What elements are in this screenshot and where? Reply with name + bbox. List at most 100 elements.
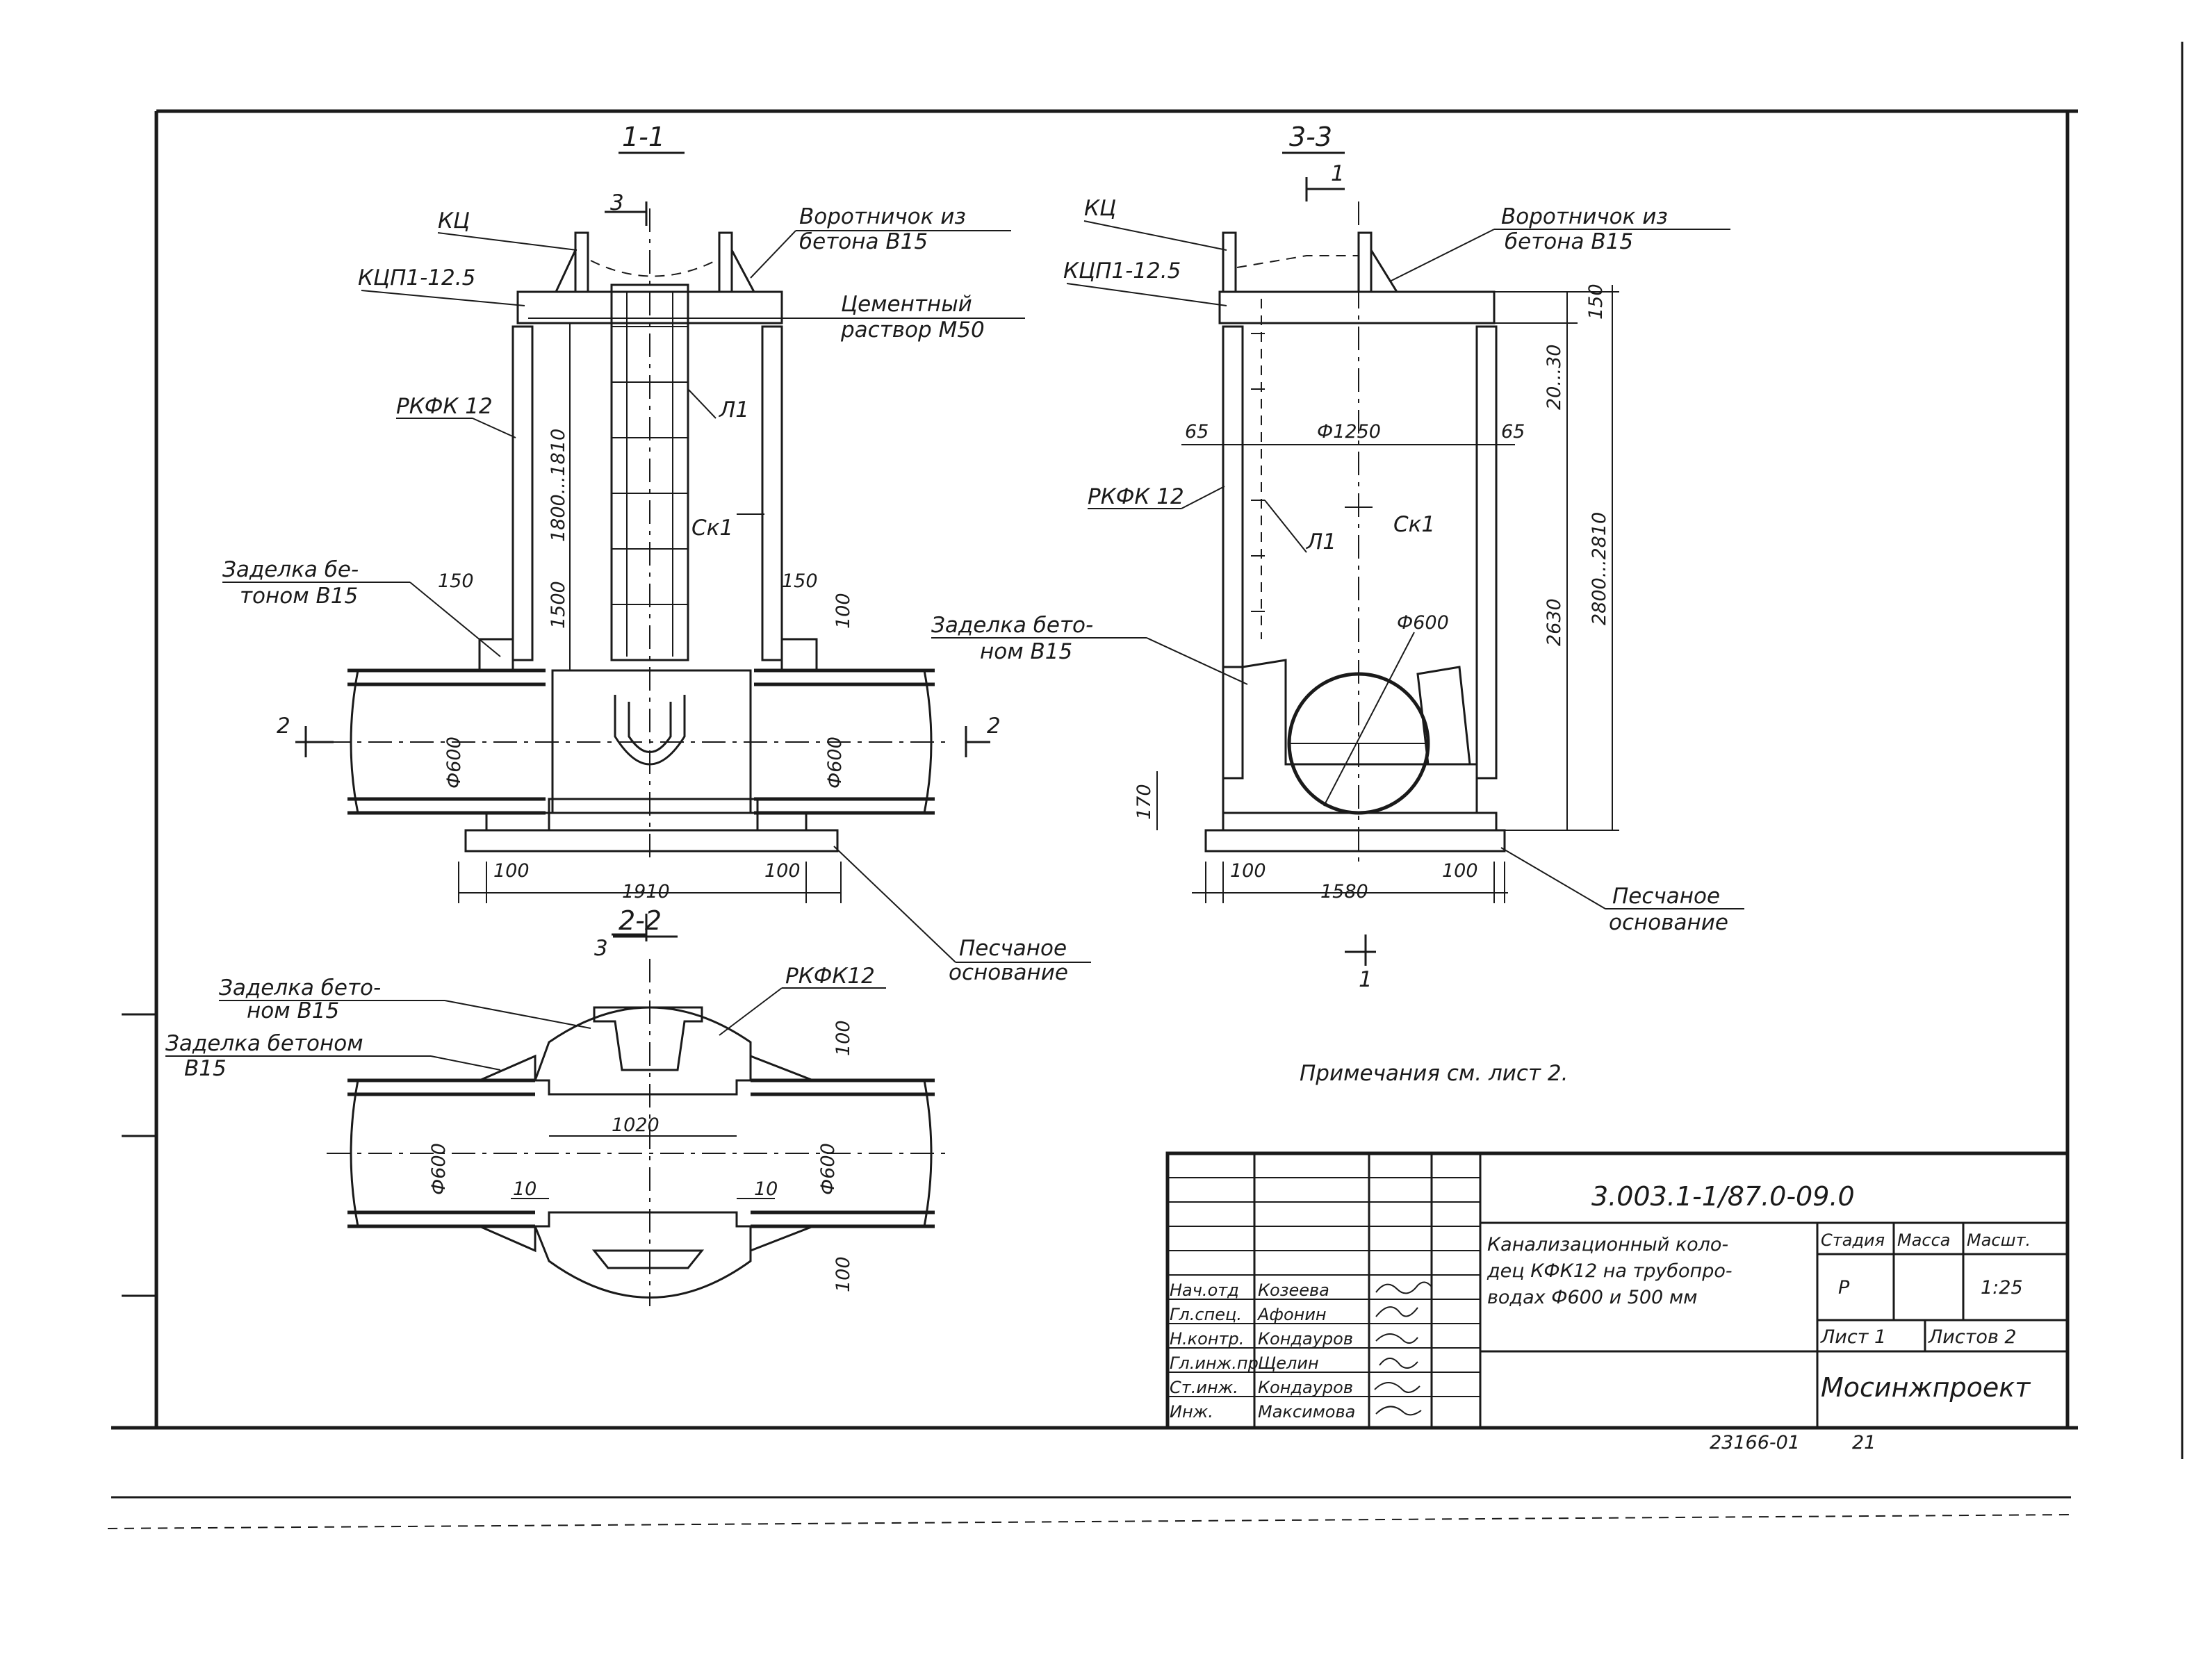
signer-role-2: Гл.спец. — [1170, 1305, 1242, 1324]
section-mark-3-bottom: 3 — [594, 936, 608, 961]
section-mark-1-bottom: 1 — [1359, 967, 1373, 992]
section-2-2-title: 2-2 — [619, 905, 662, 936]
dim-100-d: 100 — [1442, 860, 1478, 882]
dim-1800: 1800...1810 — [548, 429, 569, 542]
label-collar-1b: бетона В15 — [799, 229, 928, 254]
dim-2630: 2630 — [1543, 598, 1565, 646]
dim-600-l1: Ф600 — [443, 736, 465, 789]
sheets-total: Листов 2 — [1928, 1326, 2017, 1348]
value-stage: Р — [1838, 1277, 1850, 1299]
title-desc-2: дец КФК12 на трубопро- — [1487, 1260, 1733, 1282]
organization: Мосинжпроект — [1821, 1372, 2031, 1403]
dim-20-30: 20...30 — [1543, 345, 1565, 410]
dim-2800: 2800...2810 — [1589, 512, 1610, 625]
dim-100-v1: 100 — [833, 593, 854, 629]
label-seal-1b: тоном В15 — [240, 584, 358, 609]
section-3-3-title: 3-3 — [1289, 122, 1332, 152]
dim-10-l: 10 — [513, 1178, 537, 1200]
dim-600-r2: Ф600 — [817, 1143, 839, 1195]
label-l1-3: Л1 — [1306, 529, 1336, 554]
label-ring-2: РКФК12 — [785, 964, 875, 989]
section-mark-3-top: 3 — [610, 190, 624, 215]
title-block: Нач.отд Козеева Гл.спец. Афонин Н.контр.… — [1165, 1151, 2070, 1430]
dim-600-l2: Ф600 — [428, 1143, 450, 1195]
label-sk1-3: Ск1 — [1393, 512, 1435, 537]
signer-name-3: Кондауров — [1258, 1329, 1353, 1349]
label-kc-3: КЦ — [1084, 196, 1116, 221]
label-sand-3a: Песчаное — [1612, 884, 1720, 909]
label-kc-1: КЦ — [438, 208, 470, 233]
section-mark-2-right: 2 — [987, 714, 1001, 739]
section-1-1: 1-1 3 — [222, 122, 1091, 985]
header-mass: Масса — [1897, 1230, 1951, 1250]
dim-150-t: 150 — [1585, 283, 1607, 320]
label-sand-1b: основание — [949, 960, 1068, 985]
label-seal-3b: ном В15 — [980, 639, 1072, 664]
label-collar-1a: Воротничок из — [799, 204, 966, 229]
signer-name-6: Максимова — [1258, 1402, 1355, 1422]
label-ring-3: РКФК 12 — [1088, 484, 1184, 509]
signature-scribbles — [1374, 1281, 1432, 1416]
dim-100-bot2: 100 — [833, 1256, 854, 1292]
label-collar-3a: Воротничок из — [1501, 204, 1668, 229]
document-code: 3.003.1-1/87.0-09.0 — [1591, 1181, 1855, 1212]
label-seal-2c: Заделка бетоном — [165, 1031, 363, 1056]
signer-name-2: Афонин — [1256, 1305, 1327, 1324]
label-mortar-a: Цементный — [841, 292, 972, 317]
dim-600-3: Ф600 — [1397, 612, 1449, 634]
signer-role-1: Нач.отд — [1170, 1280, 1239, 1300]
signer-role-3: Н.контр. — [1170, 1329, 1244, 1349]
signer-role-6: Инж. — [1170, 1402, 1213, 1422]
dim-65-r: 65 — [1501, 421, 1525, 443]
signer-name-5: Кондауров — [1258, 1378, 1353, 1397]
dim-1500: 1500 — [548, 581, 569, 629]
dim-1250: Ф1250 — [1317, 421, 1381, 443]
dim-100-c: 100 — [1230, 860, 1266, 882]
page-number: 21 — [1852, 1432, 1876, 1453]
section-1-1-title: 1-1 — [622, 122, 665, 152]
label-ring-1: РКФК 12 — [396, 394, 493, 419]
label-seal-2a: Заделка бето- — [219, 975, 381, 1000]
header-stage: Стадия — [1821, 1230, 1885, 1250]
label-seal-3a: Заделка бето- — [931, 613, 1093, 638]
label-kcp-1: КЦП1-12.5 — [358, 265, 475, 290]
dim-100-a: 100 — [493, 860, 530, 882]
note-text: Примечания см. лист 2. — [1300, 1061, 1568, 1086]
dim-1020: 1020 — [612, 1114, 660, 1136]
section-2-2: 2-2 1020 Ф600 Ф600 10 10 100 100 — [165, 905, 952, 1306]
dim-170: 170 — [1133, 784, 1155, 820]
dim-65-l: 65 — [1185, 421, 1209, 443]
sheet-number: Лист 1 — [1820, 1326, 1886, 1348]
label-sand-1a: Песчаное — [959, 936, 1067, 961]
dim-1580: 1580 — [1320, 881, 1368, 903]
header-scale: Масшт. — [1967, 1230, 2031, 1250]
dim-100-top2: 100 — [833, 1020, 854, 1056]
section-mark-1-top: 1 — [1331, 161, 1345, 186]
title-desc-1: Канализационный коло- — [1487, 1234, 1728, 1255]
value-scale: 1:25 — [1981, 1277, 2023, 1299]
signer-name-4: Щелин — [1258, 1353, 1319, 1373]
label-sand-3b: основание — [1609, 910, 1728, 935]
label-collar-3b: бетона В15 — [1505, 229, 1633, 254]
title-desc-3: водах Ф600 и 500 мм — [1487, 1287, 1698, 1308]
dim-150-l: 150 — [438, 570, 474, 592]
signer-role-5: Ст.инж. — [1170, 1378, 1238, 1397]
section-mark-2-left: 2 — [277, 714, 290, 739]
label-seal-2d: В15 — [184, 1056, 227, 1081]
signer-role-4: Гл.инж.пр — [1170, 1353, 1259, 1373]
dim-10-r: 10 — [754, 1178, 778, 1200]
dim-600-r1: Ф600 — [824, 736, 846, 789]
dim-1910: 1910 — [622, 881, 670, 903]
label-sk1-1: Ск1 — [691, 516, 733, 541]
archive-number: 23166-01 — [1710, 1432, 1800, 1453]
label-mortar-b: раствор М50 — [840, 318, 985, 343]
dim-100-b: 100 — [764, 860, 801, 882]
label-kcp-3: КЦП1-12.5 — [1063, 258, 1181, 283]
label-seal-2b: ном В15 — [247, 998, 339, 1023]
section-3-3: 3-3 1 1 — [931, 122, 1744, 992]
dim-150-r: 150 — [782, 570, 818, 592]
label-seal-1a: Заделка бе- — [222, 557, 359, 582]
label-l1-1: Л1 — [719, 397, 749, 422]
signer-name-1: Козеева — [1258, 1280, 1329, 1300]
